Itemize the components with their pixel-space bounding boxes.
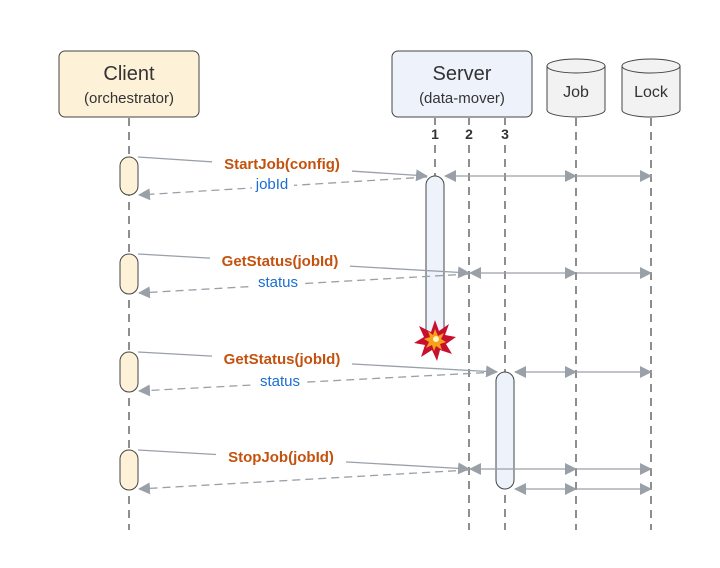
client-activations — [119, 156, 139, 491]
reply-label-jobid: jobId — [255, 176, 289, 193]
message-startjob: StartJob(config) jobId — [137, 155, 652, 201]
participant-job-database: Job — [546, 58, 606, 118]
client-activation-1 — [119, 156, 139, 196]
server-instance-3-label: 3 — [501, 126, 509, 142]
message-getstatus-2: GetStatus(jobId) status — [137, 350, 652, 397]
server-title: Server — [433, 63, 492, 85]
server-subtitle: (data-mover) — [419, 90, 505, 107]
call-label-getstatus-2: GetStatus(jobId) — [224, 351, 341, 368]
client-activation-3 — [119, 351, 139, 393]
client-subtitle: (orchestrator) — [84, 90, 174, 107]
participant-server: Server (data-mover) — [391, 50, 533, 118]
client-activation-2 — [119, 253, 139, 295]
participant-client: Client (orchestrator) — [58, 50, 200, 118]
server-1-activation — [425, 175, 445, 342]
reply-arrow-status-2 — [138, 371, 498, 397]
reply-label-status-1: status — [258, 274, 298, 291]
lifelines — [128, 118, 652, 530]
call-label-getstatus-1: GetStatus(jobId) — [222, 253, 339, 270]
job-label: Job — [563, 84, 589, 101]
server-instance-2-label: 2 — [465, 126, 473, 142]
call-label-stopjob: StopJob(jobId) — [228, 449, 334, 466]
client-title: Client — [103, 63, 155, 85]
lock-label: Lock — [634, 84, 669, 101]
client-activation-4 — [119, 449, 139, 491]
reply-arrow-status-1 — [138, 273, 470, 299]
message-getstatus-1: GetStatus(jobId) status — [137, 252, 652, 299]
server-3-activation — [495, 371, 515, 490]
server-instance-1-label: 1 — [431, 126, 439, 142]
call-label-startjob: StartJob(config) — [224, 156, 340, 173]
reply-arrow-stopjob — [138, 469, 470, 495]
reply-label-status-2: status — [260, 373, 300, 390]
explosion-icon — [414, 320, 456, 361]
participant-lock-database: Lock — [621, 58, 681, 118]
message-stopjob: StopJob(jobId) — [137, 448, 652, 495]
